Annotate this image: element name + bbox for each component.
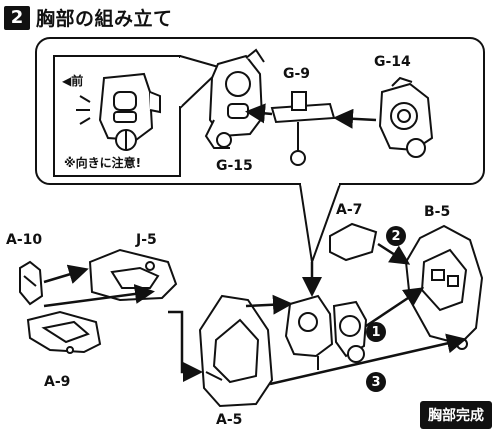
part-a9-drawing (26, 310, 102, 354)
label-a10: A-10 (6, 232, 43, 248)
step-title: 胸部の組み立て (36, 8, 173, 30)
step-header: 2 胸部の組み立て (4, 4, 173, 31)
orientation-caution-note: ※向きに注意! (64, 156, 142, 170)
part-a5-drawing (198, 294, 274, 408)
label-j5: J-5 (136, 232, 157, 248)
caution-part-drawing (76, 72, 161, 151)
order-marker-3: 3 (366, 372, 386, 392)
order-marker-2: 2 (386, 226, 406, 246)
label-a5: A-5 (216, 412, 243, 428)
assembled-core-drawing (284, 294, 368, 370)
completion-badge: 胸部完成 (420, 401, 492, 429)
label-g15: G-15 (216, 158, 253, 174)
label-g9: G-9 (283, 66, 311, 82)
label-g14: G-14 (374, 54, 411, 70)
order-marker-1: 1 (366, 322, 386, 342)
part-g15-drawing (204, 48, 265, 149)
step-number-badge: 2 (4, 5, 30, 30)
part-b5-drawing (404, 224, 484, 350)
part-a10-drawing (19, 260, 44, 306)
part-a7-drawing (329, 222, 378, 262)
front-direction-label: ◀前 (62, 74, 84, 88)
part-g14-drawing (378, 76, 434, 158)
part-j5-drawing (88, 248, 178, 302)
label-a9: A-9 (44, 374, 71, 390)
label-b5: B-5 (424, 204, 451, 220)
label-a7: A-7 (336, 202, 363, 218)
